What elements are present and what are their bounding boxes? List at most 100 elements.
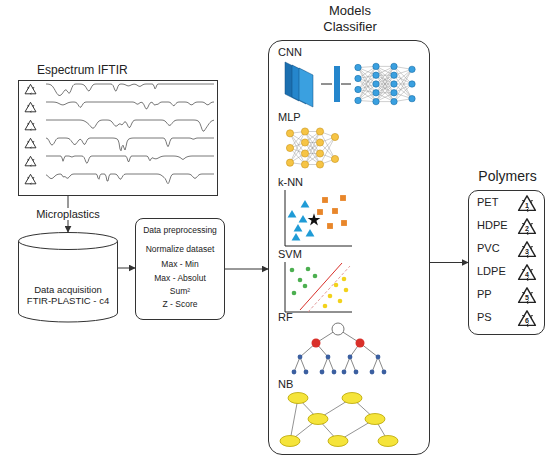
net-neuron bbox=[373, 98, 379, 104]
net-link bbox=[394, 75, 412, 98]
resin-code: 3 bbox=[517, 248, 537, 256]
flow-arrow bbox=[118, 268, 135, 269]
polymer-name: PP bbox=[477, 288, 492, 300]
tree-branch bbox=[350, 357, 356, 372]
net-neuron bbox=[391, 72, 397, 78]
tree-leaf bbox=[332, 370, 337, 375]
net-neuron bbox=[316, 139, 323, 146]
node-text: Normalize dataset bbox=[138, 244, 222, 254]
class-b-point bbox=[323, 304, 328, 309]
mlp-icon bbox=[286, 128, 338, 168]
tree-node bbox=[356, 339, 365, 348]
spectrum-line bbox=[46, 102, 214, 109]
class-b-point bbox=[328, 294, 333, 299]
net-neuron bbox=[373, 63, 379, 69]
class-a-point bbox=[288, 210, 297, 218]
class-a-point bbox=[299, 215, 308, 223]
net-neuron bbox=[331, 133, 338, 140]
net-neuron bbox=[301, 161, 308, 168]
class-b-point bbox=[322, 197, 328, 203]
spectrum-panel: Espectrum IFTIR bbox=[18, 80, 218, 196]
preprocessing-box: Data preprocessingNormalize datasetMax -… bbox=[135, 218, 225, 320]
net-neuron bbox=[286, 159, 293, 166]
tree-leaf bbox=[348, 355, 353, 360]
resin-code: 6 bbox=[517, 317, 537, 325]
net-neuron bbox=[373, 72, 379, 78]
node-text: Data preprocessing bbox=[138, 225, 222, 235]
cnn-icon bbox=[285, 62, 415, 107]
tree-leaf bbox=[292, 370, 297, 375]
separating-line bbox=[300, 263, 342, 310]
network-node bbox=[288, 393, 308, 404]
plot-axes bbox=[285, 190, 352, 246]
polymer-name: PET bbox=[477, 196, 498, 208]
net-neuron bbox=[355, 64, 361, 70]
class-b-point bbox=[341, 220, 347, 226]
net-neuron bbox=[316, 150, 323, 157]
tree-branch bbox=[300, 357, 306, 372]
resin-code: 1 bbox=[517, 202, 537, 210]
tree-leaf bbox=[382, 370, 387, 375]
model-name: RF bbox=[278, 311, 293, 323]
tree-leaf bbox=[376, 355, 381, 360]
net-neuron bbox=[409, 81, 415, 87]
spectrum-line bbox=[46, 120, 214, 131]
tree-branch bbox=[344, 357, 350, 372]
plot-axes bbox=[285, 262, 352, 312]
net-neuron bbox=[355, 75, 361, 81]
tree-branch bbox=[294, 357, 300, 372]
net-neuron bbox=[391, 81, 397, 87]
recycle-icon bbox=[25, 156, 36, 167]
class-b-point bbox=[317, 209, 323, 215]
query-point bbox=[308, 213, 321, 225]
tree-branch bbox=[378, 357, 384, 372]
network-node bbox=[378, 436, 398, 447]
class-a-point bbox=[306, 229, 315, 237]
net-link bbox=[305, 132, 320, 165]
node-text: Data acquisition FTIR-PLASTIC - c4 bbox=[22, 284, 114, 307]
knn-plot bbox=[285, 190, 352, 246]
class-a-point bbox=[294, 224, 303, 232]
class-a-point bbox=[313, 274, 318, 279]
net-neuron bbox=[301, 139, 308, 146]
net-neuron bbox=[301, 128, 308, 135]
class-b-point bbox=[340, 195, 346, 201]
bayes-network-icon bbox=[280, 393, 398, 447]
network-node bbox=[328, 436, 348, 447]
net-link bbox=[376, 75, 394, 101]
tree-root bbox=[332, 323, 344, 335]
tree-branch bbox=[372, 357, 378, 372]
net-link bbox=[305, 132, 320, 165]
net-neuron bbox=[301, 150, 308, 157]
class-b-point bbox=[334, 283, 339, 288]
tree-leaf bbox=[370, 370, 375, 375]
class-a-point bbox=[298, 278, 303, 283]
recycle-icon bbox=[25, 84, 36, 95]
tree-node bbox=[312, 339, 321, 348]
class-a-point bbox=[303, 284, 308, 289]
tree-leaf bbox=[298, 355, 303, 360]
net-neuron bbox=[373, 90, 379, 96]
recycle-icon bbox=[25, 174, 36, 185]
flow-arrow bbox=[430, 262, 468, 263]
class-b-point bbox=[342, 277, 347, 282]
net-neuron bbox=[409, 66, 415, 72]
edge-label: Microplastics bbox=[34, 208, 102, 220]
class-b-point bbox=[344, 288, 349, 293]
tree-leaf bbox=[304, 370, 309, 375]
random-forest-icon bbox=[292, 323, 387, 374]
margin-line bbox=[308, 266, 350, 312]
network-node bbox=[280, 436, 300, 447]
tree-leaf bbox=[354, 370, 359, 375]
cnn-arrow bbox=[341, 84, 351, 85]
net-neuron bbox=[391, 63, 397, 69]
tree-leaf bbox=[320, 370, 325, 375]
node-text: Max - Absolut bbox=[138, 273, 222, 283]
polymer-name: PS bbox=[477, 311, 492, 323]
net-neuron bbox=[355, 97, 361, 103]
flatten-bar bbox=[334, 66, 340, 102]
panel-heading: Polymers bbox=[459, 168, 550, 185]
tree-leaf bbox=[342, 370, 347, 375]
polymer-icons bbox=[519, 196, 536, 327]
